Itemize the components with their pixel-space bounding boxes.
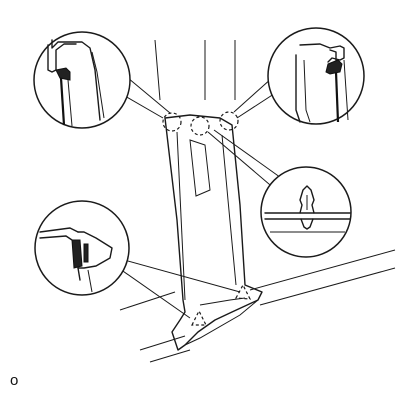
clip-marker-right — [219, 111, 239, 131]
detail-clip — [260, 166, 352, 258]
detail-upper-right — [267, 27, 365, 125]
body-outline — [119, 39, 396, 363]
clip-marker-left — [162, 112, 182, 132]
detail-upper-left — [33, 31, 131, 129]
pillar-garnish — [164, 114, 263, 351]
leader-lines — [109, 77, 285, 319]
detail-claw — [34, 200, 130, 296]
claw-marker-lower — [191, 309, 207, 326]
illustration-code: o — [10, 372, 19, 389]
claw-marker-upper — [235, 283, 252, 300]
clip-location-markers — [162, 111, 252, 326]
clip-marker-center — [190, 116, 210, 136]
